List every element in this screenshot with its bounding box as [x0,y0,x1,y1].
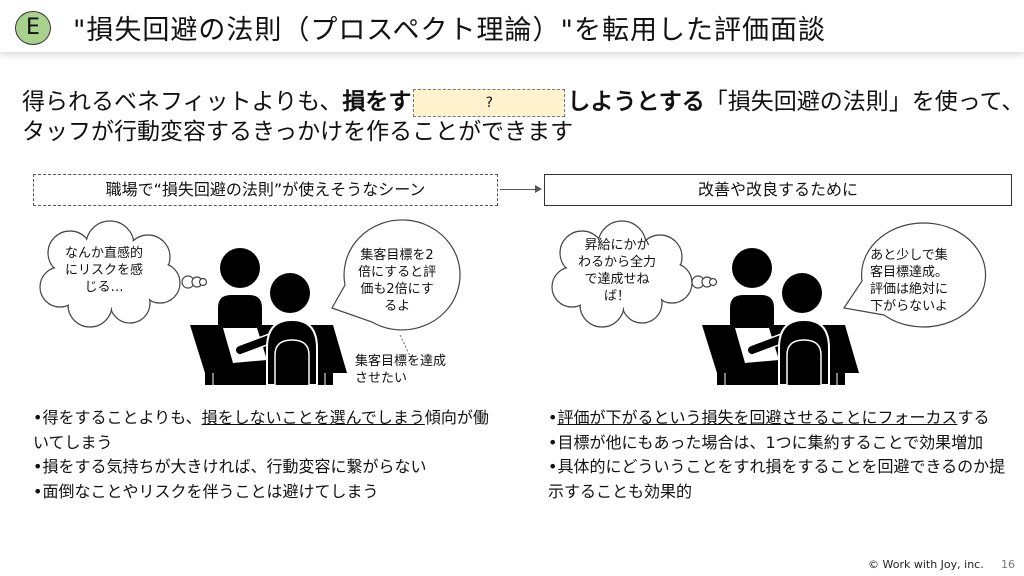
left-bullet-list: •得をすることよりも、損をしないことを選んでしまう傾向が働いてしまう •損をする… [33,406,503,504]
blank-answer-box[interactable]: ? [413,88,566,117]
lead-line-2: タッフが行動変容するきっかけを作ることができます [22,119,574,145]
page-number: 16 [1001,558,1015,571]
arrow-icon [500,185,542,193]
list-item: •面倒なことやリスクを伴うことは避けてしまう [33,481,379,501]
scene-box: 職場で“損失回避の法則”が使えそうなシーン [33,174,498,206]
thought-cloud [551,220,718,328]
connector-line [399,334,413,361]
left-illustration [39,219,461,386]
note-text: 集客目標を達成させたい [355,354,447,386]
list-item: •具体的にどういうことをすれ損をすることを回避できるのか提示することも効果的 [548,457,1006,501]
speech-bubble [842,222,987,328]
meeting-people-icon [702,248,859,386]
list-item: •得をすることよりも、損をしないことを選んでしまう傾向が働いてしまう [33,408,489,452]
list-item: •損をする気持ちが大きければ、行動変容に繋がらない [33,457,427,476]
list-item: •目標が他にもあった場合は、1つに集約することで効果増加 [548,432,984,452]
section-badge: E [15,11,51,45]
thought-text: なんか直感的にリスクを感じる… [65,246,144,295]
lead-text: 得られるベネフィットよりも、 [22,89,343,115]
right-bullet-list: •評価が下がるという損失を回避させることにフォーカスする •目標が他にもあった場… [548,406,1018,504]
lead-line-1: 得られるベネフィットよりも、損をす?しようとする「損失回避の法則」を使って、ス [22,82,1024,117]
lead-bold: 損をす [342,89,412,115]
thought-cloud [39,220,208,328]
right-illustration [551,220,987,386]
lead-text: 「損失回避の法則」を使って、ス [704,89,1024,115]
thought-text: 昇給にかかわるから全力で達成せねば！ [578,238,657,304]
speech-text: あと少しで集客目標達成。評価は絶対に下がらないよ [870,248,949,314]
improvement-box: 改善や改良するために [544,174,1012,206]
lead-bold: しようとする [567,89,705,115]
list-item: •評価が下がるという損失を回避させることにフォーカスする [548,408,990,427]
page-title: "損失回避の法則（プロスペクト理論）"を転用した評価面談 [73,15,826,46]
header: E "損失回避の法則（プロスペクト理論）"を転用した評価面談 [0,0,1024,52]
speech-bubble [331,219,461,331]
copyright: © Work with Joy, inc. [868,558,984,571]
meeting-people-icon [190,248,347,386]
